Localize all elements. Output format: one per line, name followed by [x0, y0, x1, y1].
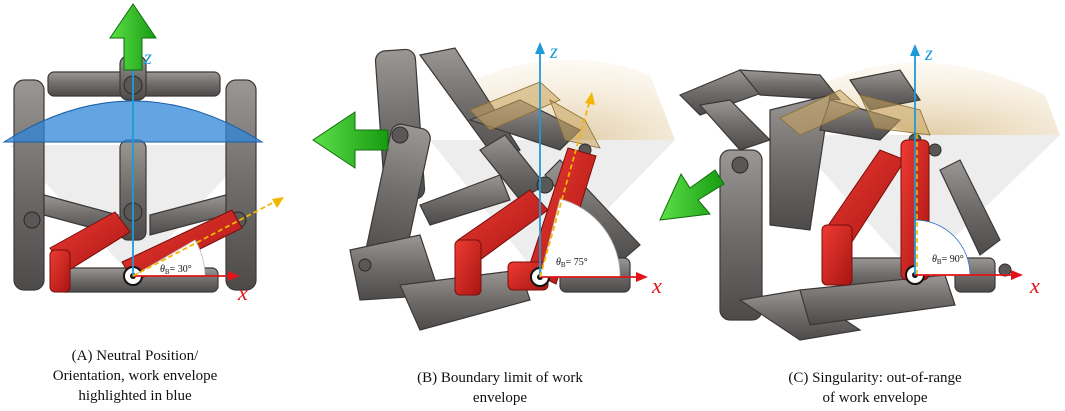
panel-b-angle-sector [539, 198, 621, 278]
panel-b-tan-links [469, 81, 601, 149]
panel-b-caption-line: envelope [472, 390, 528, 406]
panel-b-x-label: x [651, 273, 662, 298]
panel-b-body-axis [539, 99, 591, 278]
panel-b-frame [349, 47, 641, 331]
panel-b-angle-label: θB= 75° [556, 257, 588, 269]
panel-a-caption: (A) Neutral Position/ Orientation, work … [15, 346, 255, 406]
panel-b: z x θB= 75° [312, 41, 675, 331]
panel-a-angle-label: θB= 30° [160, 264, 192, 276]
panel-a-x-label: x [237, 280, 248, 305]
panel-c-direction-arrow [659, 169, 725, 221]
panel-b-caption-line: (B) Boundary limit of work [417, 370, 583, 386]
panel-c-caption: (C) Singularity: out-of-range of work en… [745, 368, 1005, 408]
panel-a-z-label: z [143, 47, 152, 69]
panel-c-tan-links [779, 89, 931, 136]
panel-a-caption-line: Orientation, work envelope [52, 368, 218, 384]
panel-c: z x θB= 90° [659, 43, 1060, 341]
panel-c-angle-label: θB= 90° [932, 254, 964, 266]
panel-c-x-label: x [1029, 273, 1040, 298]
panel-c-caption-line: (C) Singularity: out-of-range [788, 370, 962, 386]
panel-c-z-label: z [924, 43, 933, 65]
panel-a-direction-arrow [109, 3, 157, 71]
panel-b-caption: (B) Boundary limit of work envelope [380, 368, 620, 408]
panel-b-z-label: z [549, 41, 558, 63]
panel-c-caption-line: of work envelope [822, 390, 928, 406]
panel-a-red-links [49, 209, 243, 293]
panel-a-caption-line: (A) Neutral Position/ [71, 348, 199, 364]
panel-b-direction-arrow [312, 111, 389, 169]
panel-a: z x θB= 30° [2, 3, 284, 305]
panel-a-body-axis [132, 199, 279, 277]
panel-c-angle-sector [914, 219, 971, 276]
panel-a-caption-line: highlighted in blue [78, 388, 192, 404]
